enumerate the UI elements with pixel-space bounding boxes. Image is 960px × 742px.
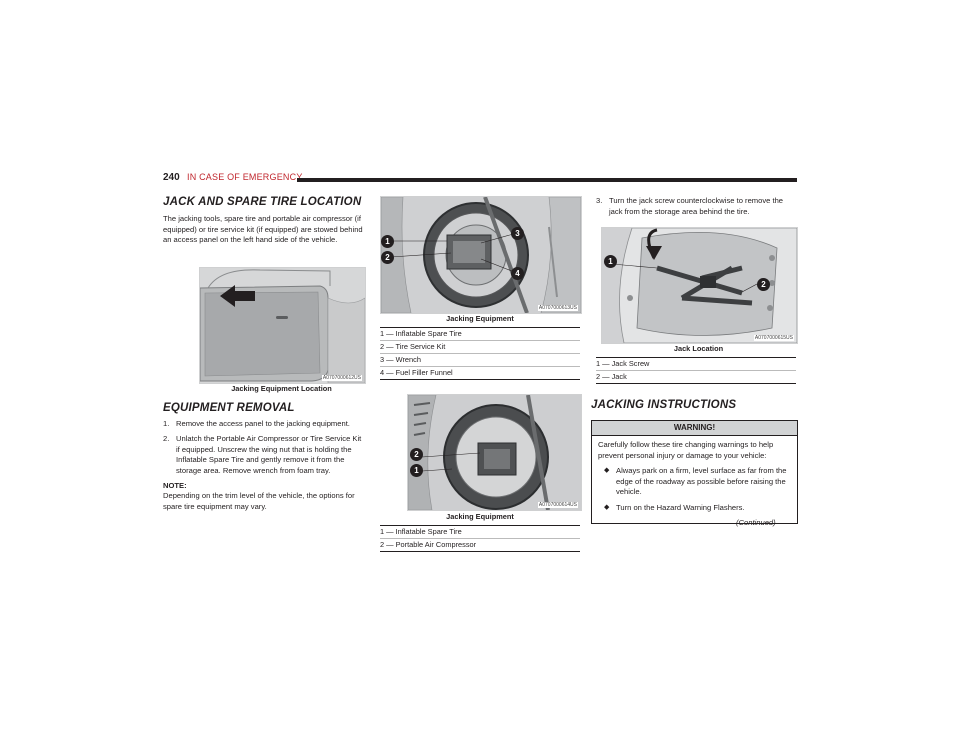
callout-1: 1	[381, 235, 394, 248]
legend-row: 1 — Jack Screw	[596, 357, 796, 370]
legend-end-rule	[380, 379, 580, 380]
legend-jack: 1 — Jack Screw 2 — Jack	[596, 357, 796, 384]
compressor-well-illustration	[408, 395, 581, 510]
legend-row: 1 — Inflatable Spare Tire	[380, 327, 580, 340]
figure-code: A0707000614US	[537, 502, 578, 508]
heading-jacking-instructions: JACKING INSTRUCTIONS	[591, 399, 737, 411]
figure-code: A0707000613US	[537, 305, 578, 311]
figure-code: A0707000615US	[753, 335, 794, 341]
step-2: 2. Unlatch the Portable Air Compressor o…	[163, 434, 366, 476]
legend-row: 4 — Fuel Filler Funnel	[380, 366, 580, 379]
legend-row: 2 — Portable Air Compressor	[380, 538, 580, 551]
heading-equipment-removal: EQUIPMENT REMOVAL	[163, 402, 295, 414]
diamond-bullet-icon: ◆	[604, 467, 610, 475]
header-rule	[297, 178, 797, 182]
step-text: Remove the access panel to the jacking e…	[176, 419, 350, 428]
legend-figure-2: 1 — Inflatable Spare Tire 2 — Portable A…	[380, 525, 580, 552]
step-text: Turn the jack screw counterclockwise to …	[609, 196, 784, 216]
legend-end-rule	[596, 383, 796, 384]
step-1: 1. Remove the access panel to the jackin…	[163, 419, 366, 430]
warning-bullet: ◆ Turn on the Hazard Warning Flashers.	[598, 503, 791, 514]
warning-bullet-text: Always park on a firm, level surface as …	[616, 466, 787, 497]
warning-box: WARNING! Carefully follow these tire cha…	[591, 420, 798, 524]
step-text: Unlatch the Portable Air Compressor or T…	[176, 434, 362, 475]
legend-end-rule	[380, 551, 580, 552]
figure-caption: Jacking Equipment	[446, 512, 514, 521]
page-number: 240	[163, 172, 180, 183]
warning-intro: Carefully follow these tire changing war…	[598, 440, 774, 460]
callout-4: 4	[511, 267, 524, 280]
figure-caption: Jacking Equipment	[446, 314, 514, 323]
figure-jacking-equipment-location: A0707000612US	[199, 267, 366, 384]
continued-label: (Continued)	[736, 518, 776, 527]
figure-jacking-equipment-2: 2 1 A0707000614US	[407, 394, 582, 511]
step-number: 3.	[596, 196, 603, 205]
note-text: Depending on the trim level of the vehic…	[163, 491, 355, 511]
warning-title: WARNING!	[592, 421, 797, 436]
warning-body: Carefully follow these tire changing war…	[592, 436, 797, 514]
spare-tire-well-illustration	[381, 197, 581, 313]
warning-bullet: ◆ Always park on a firm, level surface a…	[598, 466, 791, 498]
access-panel-illustration	[200, 268, 365, 383]
legend-row: 3 — Wrench	[380, 353, 580, 366]
intro-paragraph: The jacking tools, spare tire and portab…	[163, 214, 363, 245]
callout-2: 2	[757, 278, 770, 291]
diamond-bullet-icon: ◆	[604, 503, 610, 511]
figure-jack-location: 1 2 A0707000615US	[601, 227, 798, 344]
warning-bullet-text: Turn on the Hazard Warning Flashers.	[616, 502, 745, 512]
legend-row: 2 — Tire Service Kit	[380, 340, 580, 353]
step-3: 3. Turn the jack screw counterclockwise …	[596, 196, 796, 217]
note-label: NOTE:	[163, 481, 187, 490]
step-number: 2.	[163, 434, 170, 443]
step-number: 1.	[163, 419, 170, 428]
legend-figure-1: 1 — Inflatable Spare Tire 2 — Tire Servi…	[380, 327, 580, 380]
legend-row: 2 — Jack	[596, 370, 796, 383]
figure-caption: Jacking Equipment Location	[231, 384, 332, 393]
callout-2: 2	[410, 448, 423, 461]
callout-2: 2	[381, 251, 394, 264]
heading-jack-spare-location: JACK AND SPARE TIRE LOCATION	[163, 196, 362, 208]
callout-1: 1	[410, 464, 423, 477]
figure-jacking-equipment-1: 1 2 3 4 A0707000613US	[380, 196, 582, 314]
callout-1: 1	[604, 255, 617, 268]
legend-row: 1 — Inflatable Spare Tire	[380, 525, 580, 538]
figure-caption: Jack Location	[673, 344, 724, 353]
section-title: IN CASE OF EMERGENCY	[187, 172, 303, 182]
callout-3: 3	[511, 227, 524, 240]
figure-code: A0707000612US	[321, 375, 362, 381]
